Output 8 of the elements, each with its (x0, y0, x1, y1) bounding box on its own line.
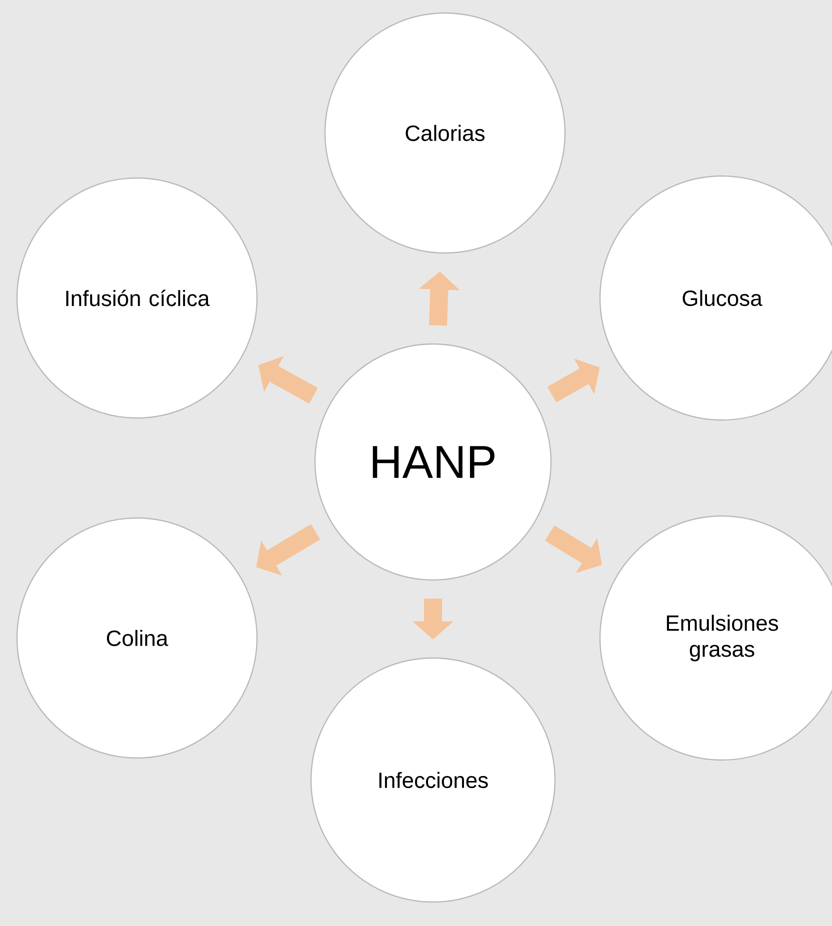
circle-node: Glucosa (599, 175, 832, 421)
circle-node: Infecciones (310, 657, 556, 903)
circle-node: Infusión cíclica (16, 177, 258, 419)
circle-node: Colina (16, 517, 258, 759)
block-arrow (256, 524, 320, 576)
circle-node: Emulsiones grasas (599, 515, 832, 761)
circle-node: Calorias (324, 12, 566, 254)
circle-node: HANP (314, 343, 552, 581)
